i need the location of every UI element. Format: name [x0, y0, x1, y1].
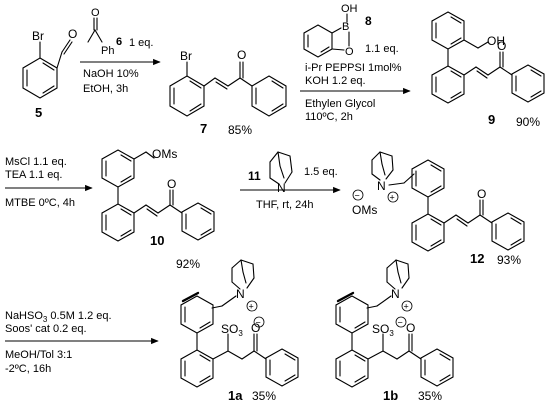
positive-charge-sign: + — [249, 302, 254, 312]
step5-line1: NaHSO3 0.5M 1.2 eq. — [5, 310, 112, 324]
compound-10-label: 10 — [150, 233, 164, 248]
compound-11-equiv: 1.5 eq. — [304, 166, 338, 178]
step2-line1: i-Pr PEPPSI 1mol% — [305, 62, 402, 74]
boron-atom: B — [342, 21, 349, 33]
sulfonate-group: SO3 — [221, 322, 243, 338]
ammonium-nitrogen: N — [236, 287, 245, 301]
negative-charge-sign: − — [398, 318, 403, 328]
compound-10-yield: 92% — [176, 257, 200, 271]
compound-9-structure: OH O 9 90% — [431, 11, 545, 129]
compound-1b-structure: N + − SO3 O 1b 35% — [335, 259, 454, 403]
step1-line2: EtOH, 3h — [83, 83, 128, 95]
negative-charge-sign: − — [355, 191, 360, 201]
negative-charge-icon — [352, 189, 364, 201]
positive-charge-icon — [246, 300, 258, 312]
compound-11-structure: N 11 1.5 eq. — [248, 151, 338, 195]
compound-7-label: 7 — [200, 121, 207, 136]
step2-line3: Ethylen Glycol — [305, 98, 375, 110]
step5-line4: -2ºC, 16h — [5, 363, 51, 375]
ammonium-nitrogen: N — [391, 287, 400, 301]
step5-line2: Soos' cat 0.2 eq. — [5, 323, 87, 335]
boron-hydroxyl: OH — [341, 3, 358, 15]
acetophenone-oxygen: O — [91, 7, 100, 19]
enone-oxygen: O — [237, 48, 246, 62]
enone-oxygen: O — [477, 187, 486, 201]
step5-line3: MeOH/Tol 3:1 — [5, 349, 72, 361]
compound-10-structure: OMs O 10 92% — [101, 147, 215, 271]
compound-9-yield: 90% — [516, 115, 540, 129]
positive-charge-sign: + — [390, 193, 395, 203]
ketone-oxygen: O — [406, 321, 415, 335]
negative-charge-icon — [395, 316, 407, 328]
step2-line4: 110ºC, 2h — [305, 111, 353, 123]
compound-1a-structure: N + − SO3 O 1a 35% — [180, 259, 299, 403]
step3-line3: MTBE 0ºC, 4h — [5, 197, 75, 209]
compound-6-structure: O Ph 6 1 eq. — [87, 7, 153, 57]
compound-9-label: 9 — [488, 112, 495, 127]
hydroxyl-group: OH — [487, 34, 505, 48]
compound-12-structure: N + − OMs O 12 93% — [352, 151, 525, 267]
ring-oxygen: O — [345, 46, 354, 58]
ketone-oxygen: O — [251, 321, 260, 335]
compound-1b-yield: 35% — [418, 389, 442, 403]
compound-1b-label: 1b — [383, 388, 398, 403]
positive-charge-icon — [387, 191, 399, 203]
benzene-ring — [22, 39, 73, 99]
carbonyl-oxygen: O — [68, 27, 77, 41]
compound-12-label: 12 — [470, 251, 484, 266]
quinuclidine-nitrogen: N — [277, 181, 286, 195]
compound-5-structure: Br O 5 — [22, 27, 77, 120]
compound-8-equiv: 1.1 eq. — [365, 43, 399, 55]
step4-line1: THF, rt, 24h — [256, 199, 313, 211]
compound-12-yield: 93% — [497, 253, 521, 267]
ammonium-nitrogen: N — [377, 179, 386, 193]
compound-8-structure: OH B O 8 1.1 eq. — [303, 3, 399, 58]
step3-line1: MsCl 1.1 eq. — [5, 156, 67, 168]
compound-1a-label: 1a — [228, 388, 243, 403]
positive-charge-icon — [401, 300, 413, 312]
compound-6-equiv: 1 eq. — [129, 37, 153, 49]
enone-oxygen: O — [497, 39, 506, 53]
compound-7-structure: Br O 7 85% — [169, 48, 287, 137]
step3-line2: TEA 1.1 eq. — [5, 169, 62, 181]
mesylate-group: OMs — [152, 147, 177, 161]
compound-11-label: 11 — [248, 169, 261, 183]
compound-6-label: 6 — [116, 36, 122, 48]
compound-7-yield: 85% — [228, 123, 252, 137]
compound-1a-yield: 35% — [252, 389, 276, 403]
bromo-atom: Br — [32, 29, 44, 43]
step1-line1: NaOH 10% — [83, 68, 139, 80]
compound-5-label: 5 — [35, 105, 42, 120]
positive-charge-sign: + — [404, 302, 409, 312]
mesylate-counterion: OMs — [352, 203, 377, 217]
step2-line2: KOH 1.2 eq. — [305, 75, 366, 87]
bromo-atom: Br — [180, 49, 192, 63]
negative-charge-icon — [253, 316, 265, 328]
sulfonate-group: SO3 — [372, 322, 394, 338]
phenyl-label: Ph — [101, 45, 114, 57]
negative-charge-sign: − — [256, 318, 261, 328]
enone-oxygen: O — [167, 177, 176, 191]
compound-8-label: 8 — [365, 14, 372, 28]
